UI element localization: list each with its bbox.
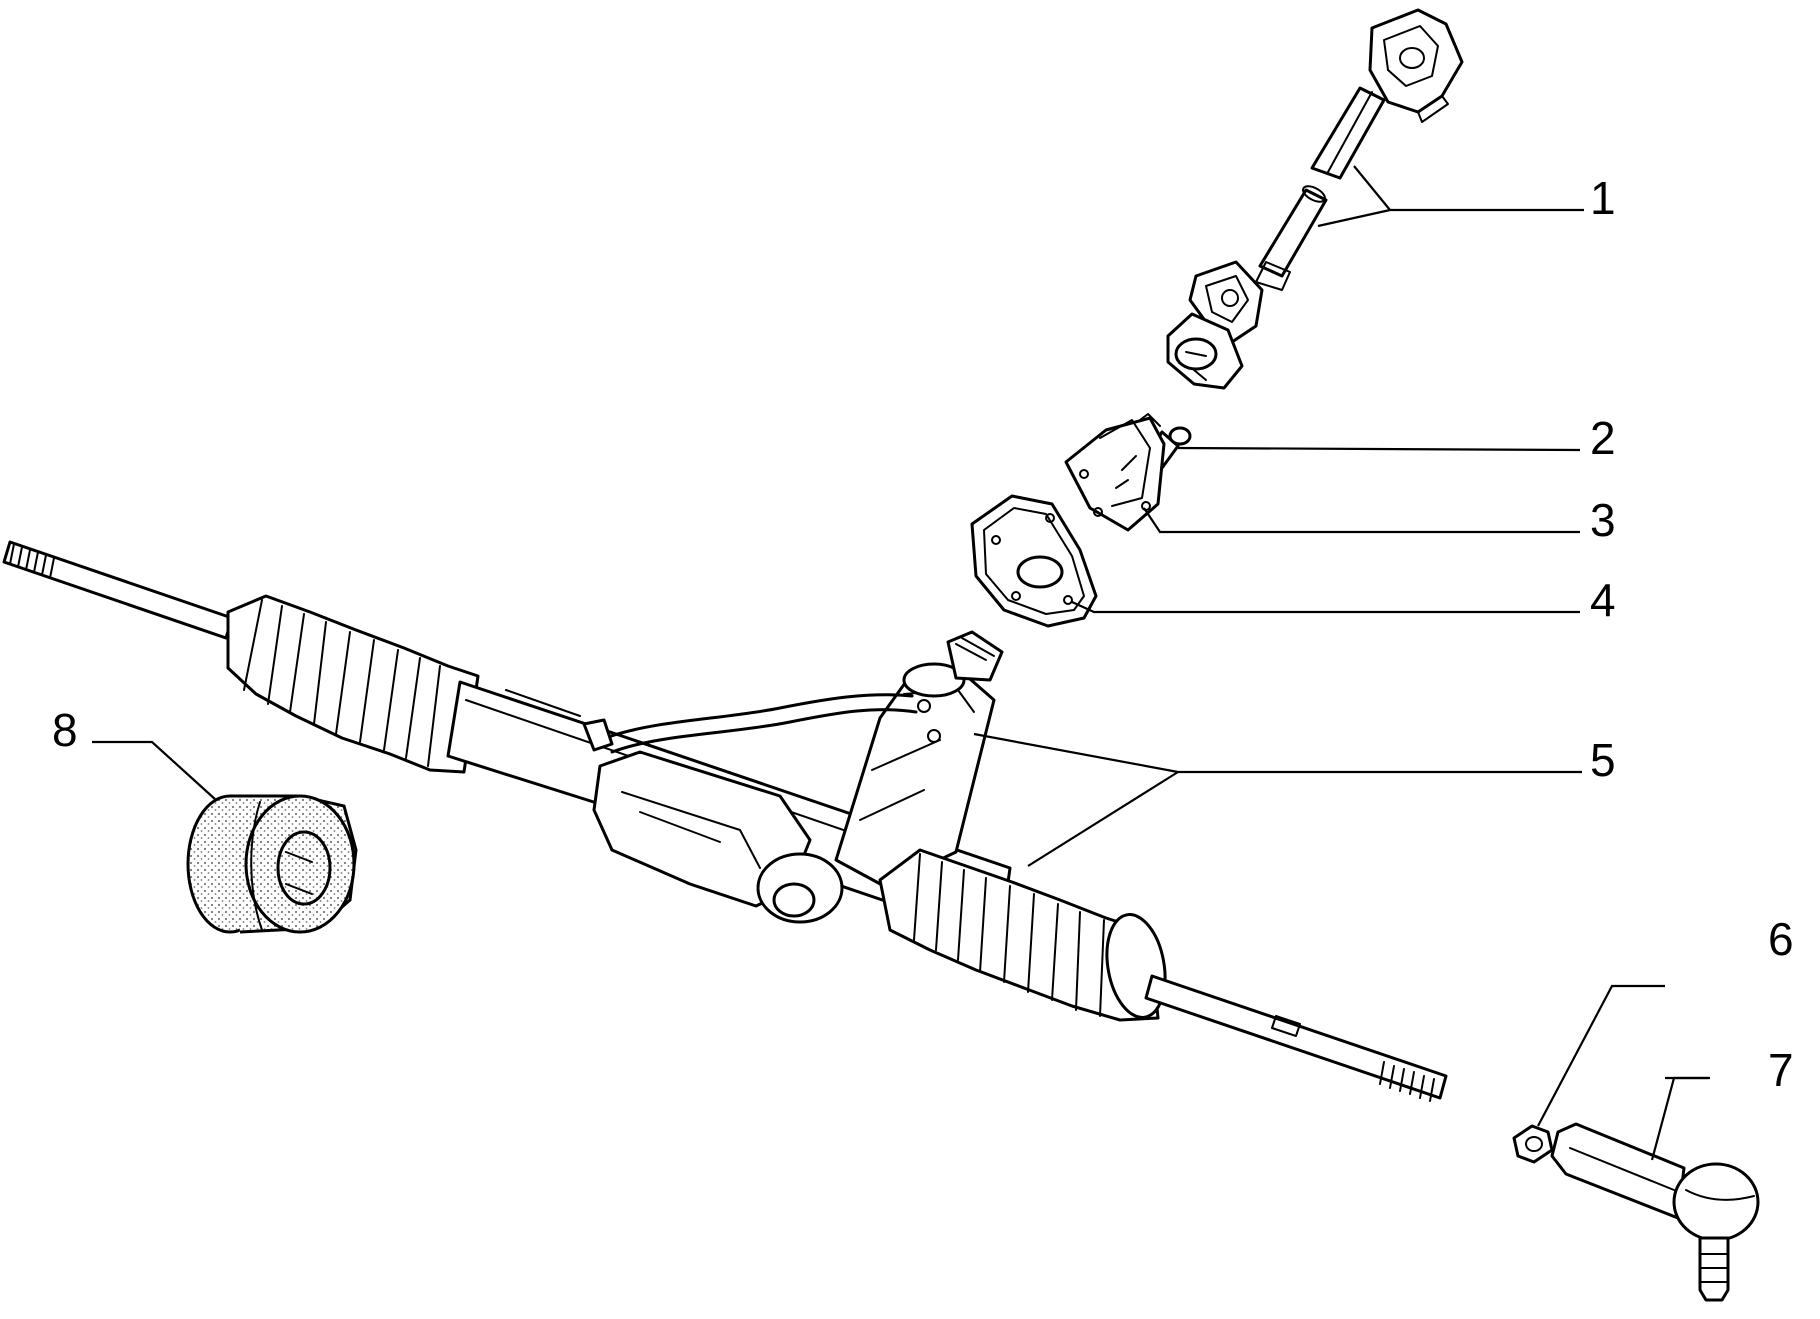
cover-plate-part: [970, 494, 1098, 628]
callout-1: 1: [1590, 172, 1616, 224]
steering-shaft-part: [1166, 8, 1464, 390]
bracket-part: [1064, 413, 1166, 532]
rubber-bushing-part: [186, 794, 358, 934]
leader-lines: [92, 165, 1710, 1161]
callout-6: 6: [1768, 913, 1794, 965]
callout-2: 2: [1590, 412, 1616, 464]
callout-labels: 1 2 3 4 5 6 7 8: [52, 172, 1794, 1096]
nut-part: [1512, 1124, 1554, 1164]
tie-rod-end-part: [1550, 1122, 1760, 1302]
callout-7: 7: [1768, 1044, 1794, 1096]
callout-5: 5: [1590, 734, 1616, 786]
callout-3: 3: [1590, 494, 1616, 546]
steering-rack-part: [2, 540, 1448, 1102]
callout-8: 8: [52, 704, 78, 756]
callout-4: 4: [1590, 574, 1616, 626]
